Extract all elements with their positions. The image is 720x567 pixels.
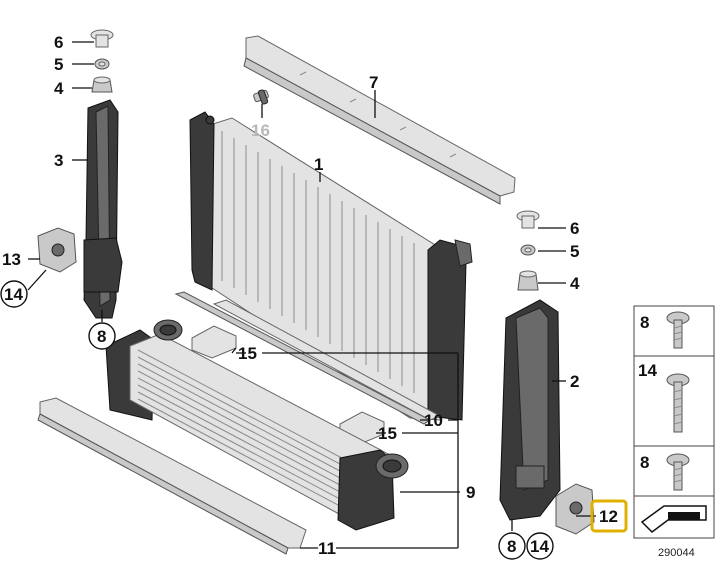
label-5-right: 5 (570, 242, 579, 261)
clip-plate-upper (191, 325, 237, 359)
label-15-upper: 15 (238, 344, 257, 363)
highlight-box-12 (590, 499, 628, 533)
screw-long-icon (666, 373, 690, 433)
label-4-left: 4 (54, 79, 64, 98)
bottom-seal-strip (37, 397, 307, 555)
label-8-right: 8 (507, 537, 516, 556)
label-4-right: 4 (570, 274, 580, 293)
label-10: 10 (424, 411, 443, 430)
callout-labels: 6 5 4 3 13 14 8 7 1 16 6 5 4 2 15 15 10 … (0, 33, 628, 560)
circle-14-left (0, 280, 28, 308)
right-mount-bracket (499, 299, 561, 521)
right-fastener-stack (516, 210, 540, 291)
legend-label-14: 14 (638, 361, 657, 380)
intercooler-fin-line (137, 398, 373, 524)
label-3: 3 (54, 151, 63, 170)
label-16: 16 (251, 121, 270, 140)
intercooler-fin-line (137, 349, 373, 475)
fastener-legend: 8 14 8 2900 (633, 305, 715, 559)
label-6-left: 6 (54, 33, 63, 52)
label-2: 2 (570, 372, 579, 391)
radiator (189, 111, 473, 421)
right-rubber-mount (555, 483, 595, 535)
intercooler-fin-line (137, 356, 373, 482)
label-15-lower: 15 (378, 424, 397, 443)
intercooler-fin-line (137, 391, 373, 517)
intercooler-fin-line (137, 363, 373, 489)
intercooler-fin-line (137, 377, 373, 503)
left-mount-bracket (83, 99, 123, 319)
orientation-arrow-icon (640, 505, 707, 533)
label-12: 12 (599, 507, 618, 526)
temperature-sensor (253, 89, 269, 105)
label-6-right: 6 (570, 219, 579, 238)
circle-8-right (498, 532, 526, 560)
label-11: 11 (318, 539, 336, 558)
circle-14-right (526, 532, 554, 560)
screw-short-icon (666, 311, 690, 349)
label-13: 13 (2, 250, 21, 269)
circle-8-left (88, 322, 116, 350)
label-9: 9 (466, 483, 475, 502)
label-7: 7 (369, 73, 378, 92)
label-14-left: 14 (4, 285, 23, 304)
leader-lines (27, 41, 596, 549)
screw-short-icon-2 (666, 453, 690, 491)
legend-label-8-bottom: 8 (640, 453, 649, 472)
intercooler-fin-line (137, 384, 373, 510)
left-rubber-mount (37, 227, 77, 273)
legend-label-8-top: 8 (640, 313, 649, 332)
intercooler-fin-line (137, 370, 373, 496)
label-5-left: 5 (54, 55, 63, 74)
intercooler (105, 319, 409, 531)
label-14-right: 14 (530, 537, 549, 556)
label-1: 1 (314, 155, 323, 174)
top-seal-bar (243, 35, 516, 205)
reference-number: 290044 (658, 547, 695, 559)
left-fastener-stack (90, 29, 114, 93)
label-8-left: 8 (97, 327, 106, 346)
